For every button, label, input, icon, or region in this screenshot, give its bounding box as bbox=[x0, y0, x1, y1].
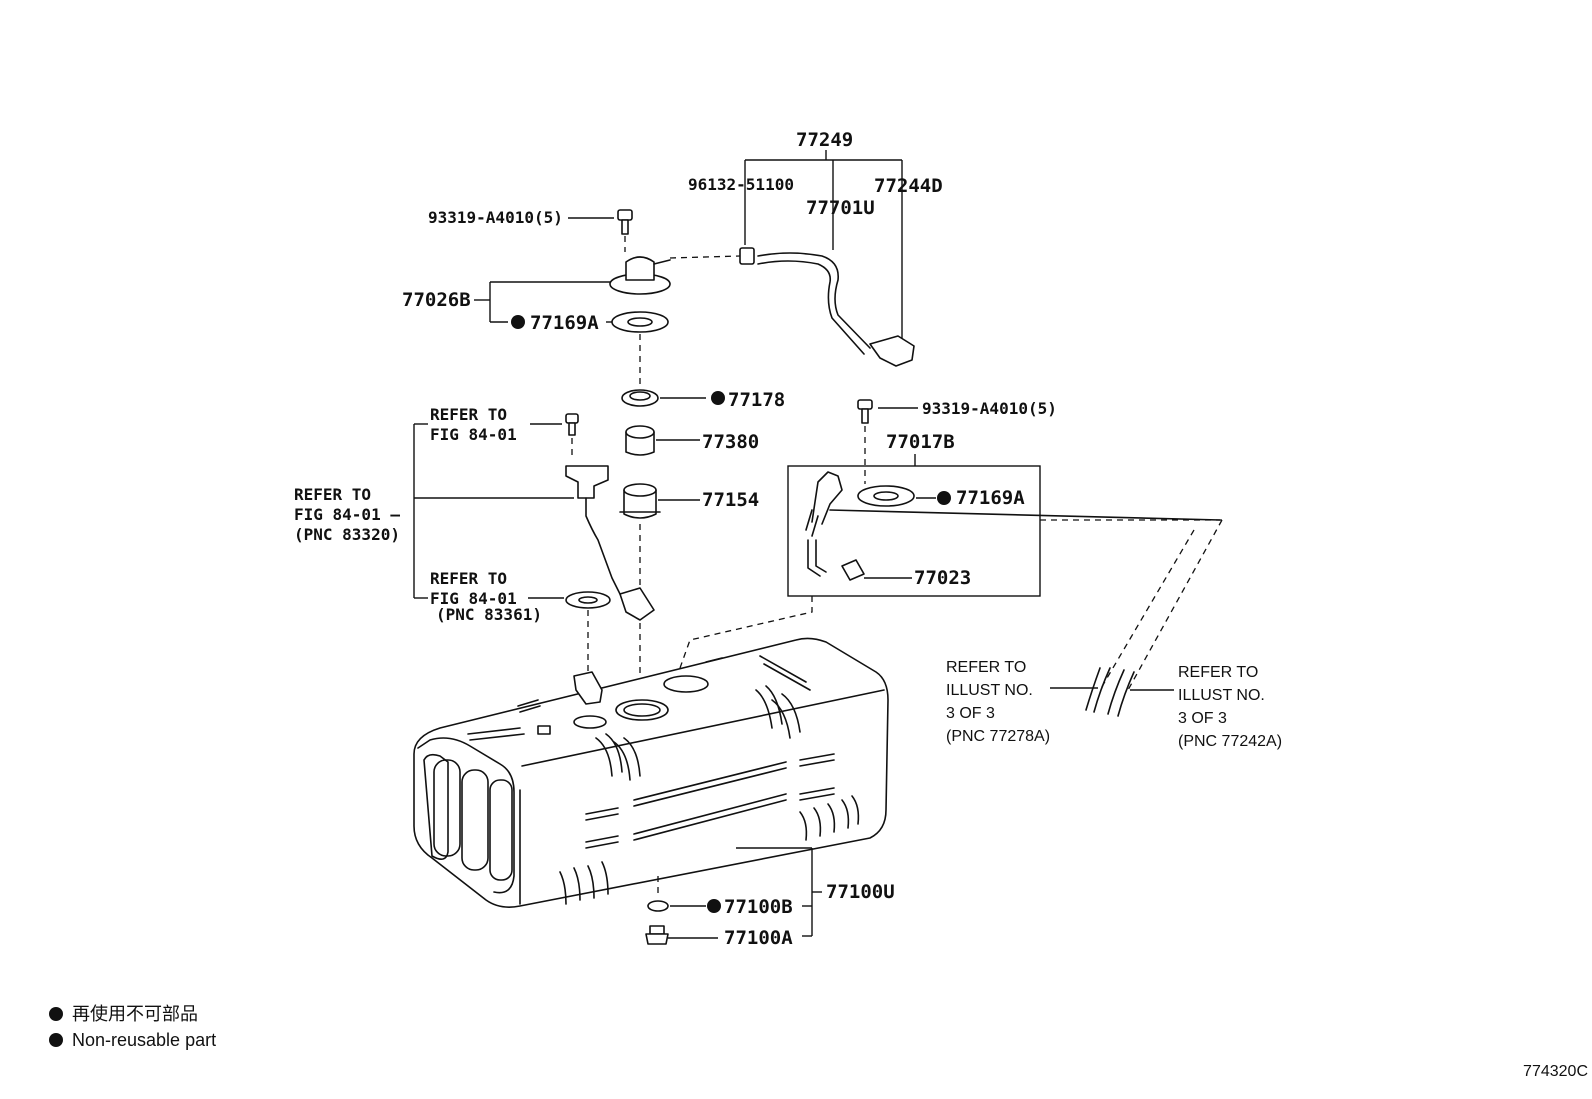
ref3-line3: (PNC 83361) bbox=[436, 605, 542, 624]
gasket-ref-fig bbox=[565, 591, 611, 609]
non-reusable-mark bbox=[711, 391, 725, 405]
illustB-line2: ILLUST NO. bbox=[1178, 687, 1265, 704]
non-reusable-mark bbox=[707, 899, 721, 913]
illustB-line4: (PNC 77242A) bbox=[1178, 733, 1282, 750]
filler-neck-77154 bbox=[619, 483, 661, 519]
gauge-sender bbox=[565, 465, 655, 621]
ring-77178 bbox=[621, 389, 659, 407]
pipe-assembly bbox=[805, 471, 1221, 577]
valve-77023 bbox=[841, 559, 865, 581]
ref2-line3: (PNC 83320) bbox=[294, 525, 400, 544]
label-77701U: 77701U bbox=[806, 197, 875, 219]
illustA-line3: 3 OF 3 bbox=[946, 705, 995, 722]
label-77154: 77154 bbox=[702, 489, 759, 511]
figure-code: 774320C bbox=[1523, 1063, 1588, 1080]
label-77249: 77249 bbox=[796, 129, 853, 151]
legend-bullet-jp bbox=[49, 1007, 63, 1021]
bracket-77249 bbox=[744, 150, 903, 340]
hose-77701U bbox=[739, 247, 915, 367]
cap-77380 bbox=[625, 425, 655, 456]
washer-77100B bbox=[647, 900, 669, 912]
bolt-top bbox=[617, 209, 633, 235]
sender-unit-77026B bbox=[609, 256, 671, 295]
bracket-refs bbox=[413, 423, 574, 599]
label-77100U: 77100U bbox=[826, 881, 895, 903]
gasket-77169A-right bbox=[857, 485, 915, 507]
fuel-tank-77100U bbox=[413, 637, 889, 908]
label-77244D: 77244D bbox=[874, 175, 943, 197]
label-77178: 77178 bbox=[728, 389, 785, 411]
illustA-line2: ILLUST NO. bbox=[946, 682, 1033, 699]
label-96132-51100: 96132-51100 bbox=[688, 175, 794, 194]
label-93319-A4010-right: 93319-A4010(5) bbox=[922, 399, 1057, 418]
ref1-line1: REFER TO bbox=[430, 405, 507, 424]
label-77169A-right: 77169A bbox=[956, 487, 1025, 509]
label-77169A-top: 77169A bbox=[530, 312, 599, 334]
label-77017B: 77017B bbox=[886, 431, 955, 453]
bracket-77100U bbox=[736, 847, 822, 937]
legend-bullet-en bbox=[49, 1033, 63, 1047]
illustB-line1: REFER TO bbox=[1178, 664, 1258, 681]
ref3-line2: FIG 84-01 bbox=[430, 589, 517, 608]
non-reusable-mark bbox=[511, 315, 525, 329]
label-77023: 77023 bbox=[914, 567, 971, 589]
drain-plug-77100A bbox=[645, 925, 669, 945]
legend-en: Non-reusable part bbox=[72, 1030, 216, 1050]
ref1-line2: FIG 84-01 bbox=[430, 425, 517, 444]
gasket-77169A-top bbox=[611, 311, 669, 333]
legend-jp: 再使用不可部品 bbox=[72, 1004, 198, 1024]
illustB-line3: 3 OF 3 bbox=[1178, 710, 1227, 727]
ref2-line1: REFER TO bbox=[294, 485, 371, 504]
screw-ref-fig bbox=[565, 413, 579, 436]
label-77026B: 77026B bbox=[402, 289, 471, 311]
non-reusable-mark bbox=[937, 491, 951, 505]
hose-ends-illust bbox=[1085, 667, 1135, 717]
ref3-line1: REFER TO bbox=[430, 569, 507, 588]
ref2-line2: FIG 84-01 — bbox=[294, 505, 400, 524]
label-77380: 77380 bbox=[702, 431, 759, 453]
illustA-line1: REFER TO bbox=[946, 659, 1026, 676]
bracket-77026B bbox=[474, 281, 614, 323]
label-77100A: 77100A bbox=[724, 927, 793, 949]
illustA-line4: (PNC 77278A) bbox=[946, 728, 1050, 745]
bolt-right bbox=[857, 399, 873, 424]
label-77100B: 77100B bbox=[724, 896, 793, 918]
label-93319-A4010-top: 93319-A4010(5) bbox=[428, 208, 563, 227]
box-77017B bbox=[787, 465, 1041, 597]
